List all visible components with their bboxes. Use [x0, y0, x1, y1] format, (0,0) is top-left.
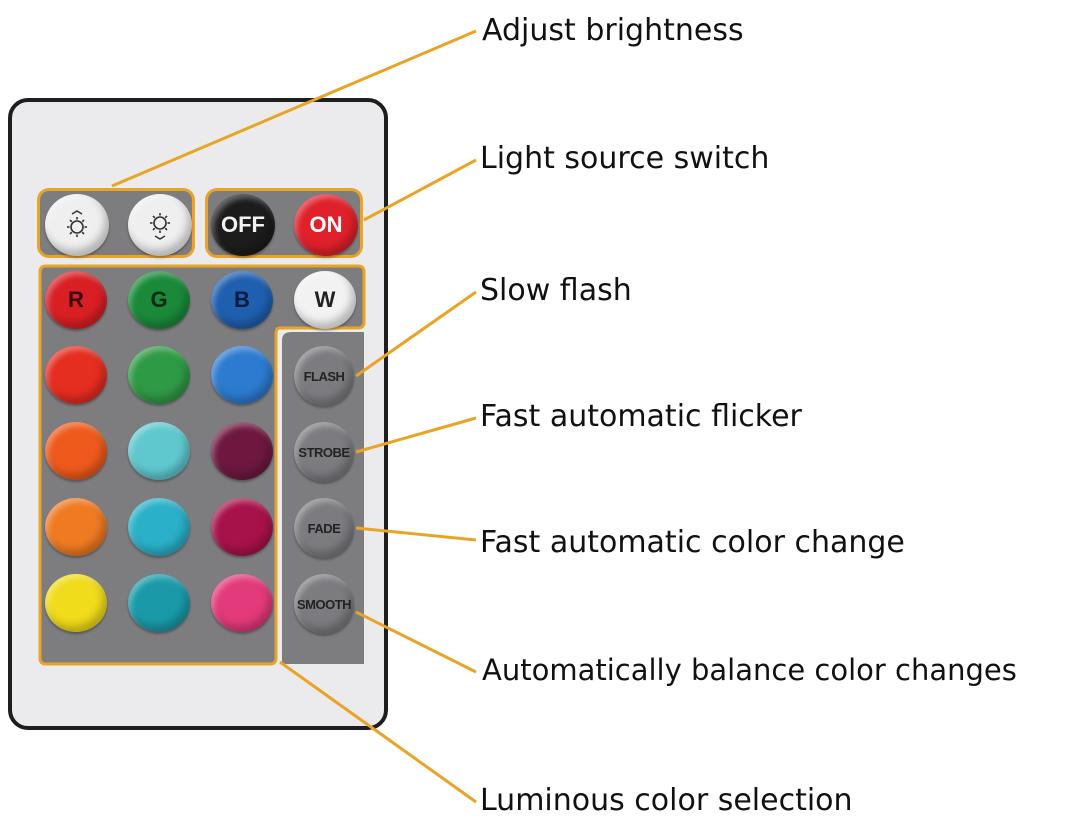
brightness-down-icon [150, 213, 170, 240]
label-color-selection: Luminous color selection [480, 783, 853, 818]
callout-line-power [363, 158, 477, 222]
white-button[interactable]: W [294, 271, 356, 329]
color-button-r3-c3[interactable] [211, 498, 273, 556]
flash-button[interactable]: FLASH [294, 346, 354, 406]
color-button-r3-c1[interactable] [45, 498, 107, 556]
callout-line-strobe [355, 416, 477, 454]
color-button-r2-c2[interactable] [128, 422, 190, 480]
strobe-button[interactable]: STROBE [294, 422, 354, 482]
color-button-r1-c3[interactable] [211, 346, 273, 404]
label-fast-flicker: Fast automatic flicker [480, 399, 802, 434]
color-button-r4-c2[interactable] [128, 574, 190, 632]
callout-line-flash [355, 290, 477, 378]
blue-button[interactable]: B [211, 271, 273, 329]
color-button-r3-c2[interactable] [128, 498, 190, 556]
callout-line-smooth [355, 610, 477, 674]
color-button-r4-c3[interactable] [211, 574, 273, 632]
green-button[interactable]: G [128, 271, 190, 329]
label-balance-color-changes: Automatically balance color changes [482, 653, 1017, 687]
label-fast-color-change: Fast automatic color change [480, 525, 905, 560]
on-button[interactable]: ON [294, 194, 358, 256]
color-button-r4-c1[interactable] [45, 574, 107, 632]
callout-line-fade [355, 526, 477, 542]
callout-line-brightness [111, 29, 477, 188]
label-adjust-brightness: Adjust brightness [482, 13, 744, 48]
brightness-down-button[interactable] [128, 194, 192, 256]
brightness-up-icon [67, 210, 87, 237]
color-button-r1-c1[interactable] [45, 346, 107, 404]
smooth-button[interactable]: SMOOTH [294, 574, 354, 634]
label-slow-flash: Slow flash [480, 273, 632, 308]
brightness-up-button[interactable] [45, 194, 109, 256]
off-button[interactable]: OFF [211, 194, 275, 256]
fade-button[interactable]: FADE [294, 498, 354, 558]
color-button-r1-c2[interactable] [128, 346, 190, 404]
color-button-r2-c1[interactable] [45, 422, 107, 480]
label-light-source-switch: Light source switch [480, 141, 770, 176]
callout-line-colors [279, 660, 477, 804]
color-button-r2-c3[interactable] [211, 422, 273, 480]
red-button[interactable]: R [45, 271, 107, 329]
